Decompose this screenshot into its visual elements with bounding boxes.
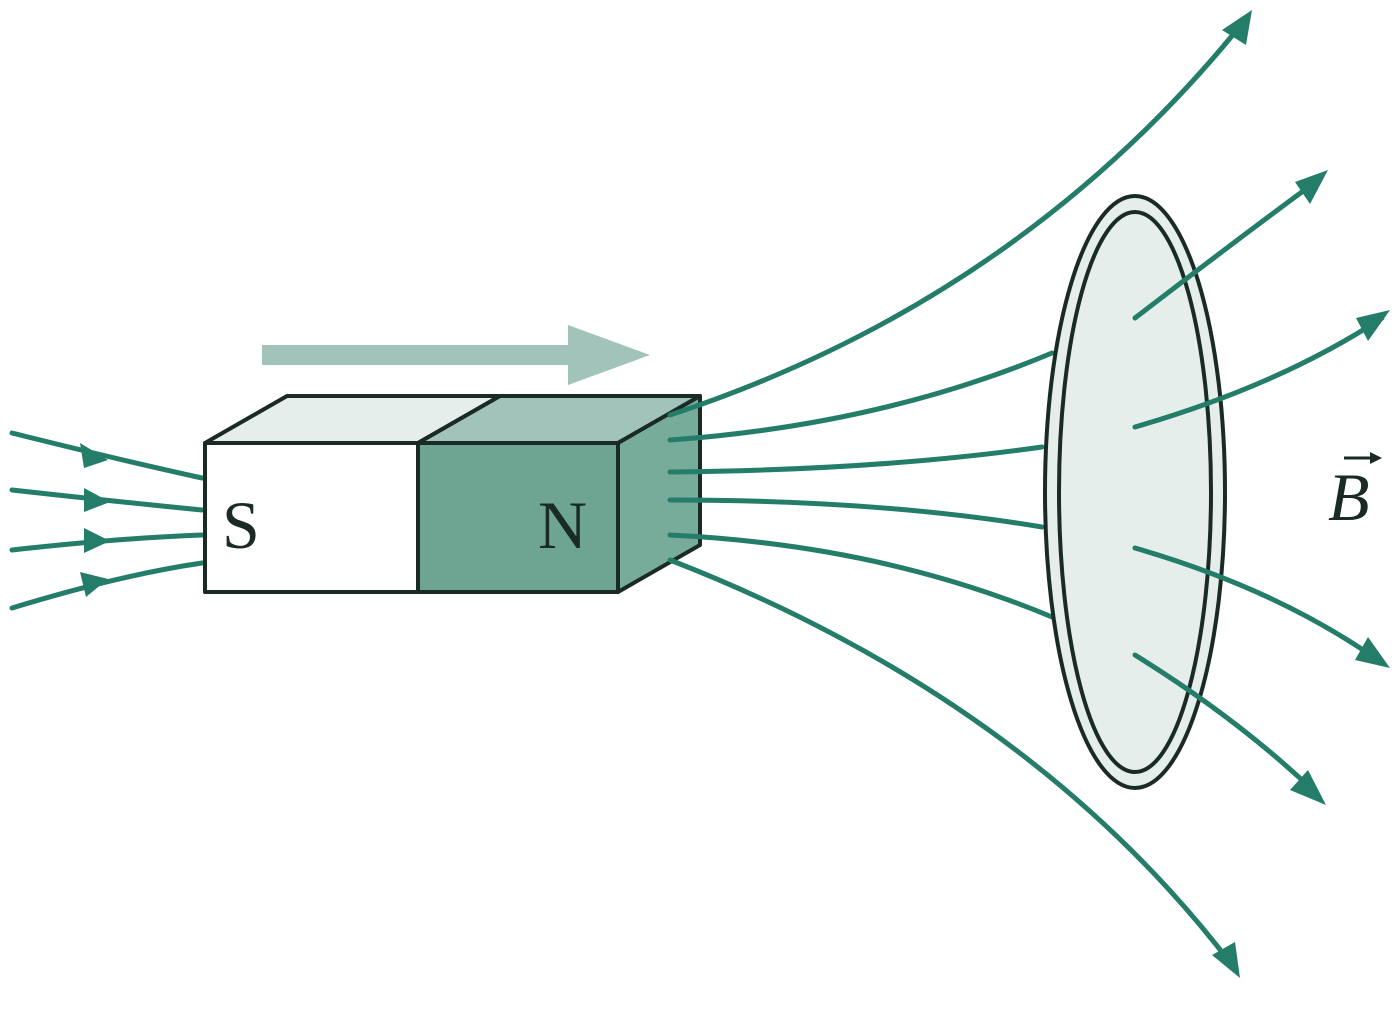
field-vector-label: B	[1328, 452, 1382, 535]
north-pole-label: N	[538, 487, 587, 563]
south-front-face	[203, 441, 420, 594]
arrowhead-icon	[80, 572, 108, 597]
incoming-field-lines	[9, 430, 205, 611]
arrowhead-icon	[1355, 637, 1390, 668]
vector-arrow-icon	[1344, 452, 1382, 464]
arrowhead-icon	[1222, 10, 1252, 45]
field-line-out-6	[667, 557, 1235, 968]
arrowhead-icon	[80, 443, 108, 468]
motion-arrow-shaft	[262, 345, 572, 365]
field-line-in-2	[9, 487, 205, 513]
field-line-out-2-start	[667, 350, 1055, 443]
field-line-in-1	[9, 430, 205, 481]
field-line-out-4-end	[1132, 545, 1385, 666]
field-line-in-3	[9, 532, 205, 553]
arrowhead-icon	[1295, 170, 1328, 204]
arrowhead-icon	[1356, 310, 1390, 341]
field-label: B	[1328, 459, 1370, 535]
arrowhead-icon	[84, 528, 110, 553]
field-line-out-2-end	[1132, 177, 1321, 321]
field-line-in-4	[9, 560, 205, 611]
wire-loop	[1043, 194, 1227, 790]
field-line-out-1	[667, 17, 1248, 418]
field-lines-behind-loop	[667, 350, 1055, 620]
arrowhead-icon	[84, 488, 110, 512]
field-line-out-4-start	[667, 497, 1045, 530]
field-line-out-5-end	[1132, 652, 1321, 798]
field-line-out-3-start	[667, 444, 1045, 475]
arrowhead-icon	[1212, 942, 1240, 978]
south-pole-label: S	[222, 487, 260, 563]
arrowhead-icon	[1290, 770, 1326, 805]
bar-magnet: S N	[203, 394, 702, 594]
motion-arrow	[262, 325, 650, 385]
incoming-arrowheads	[80, 443, 110, 597]
field-line-out-3-end	[1132, 315, 1385, 430]
outgoing-arrowheads	[1212, 10, 1390, 978]
field-line-out-5-start	[667, 532, 1055, 620]
loop-inner-ring	[1057, 210, 1213, 774]
outgoing-field-lines	[667, 17, 1385, 968]
right-arrow-icon	[568, 325, 650, 385]
north-front-face	[416, 441, 620, 594]
